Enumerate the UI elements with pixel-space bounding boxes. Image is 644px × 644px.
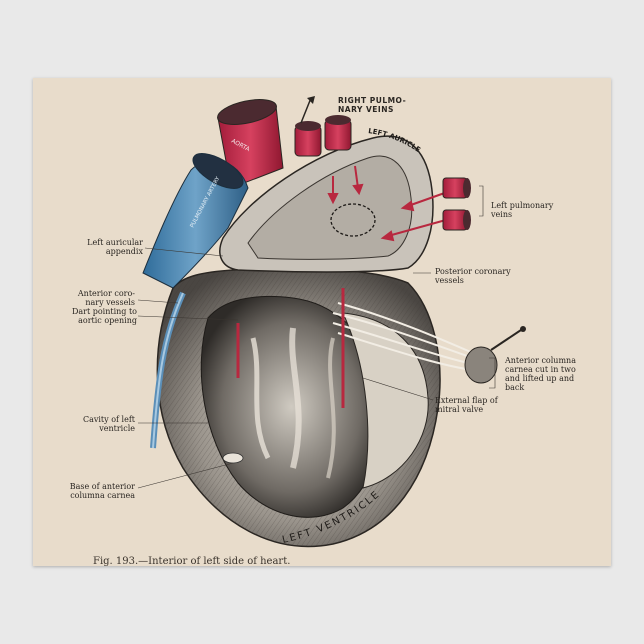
figure-caption: Fig. 193.—Interior of left side of heart…: [93, 556, 291, 566]
right-pulmonary-veins-label: RIGHT PULMO- NARY VEINS: [338, 96, 407, 114]
left-pulmonary-veins: [442, 177, 471, 231]
right-pulmonary-veins: [294, 96, 352, 157]
left-pulmonary-veins-label: Left pulmonary veins: [491, 201, 554, 219]
cavity-left-ventricle-label: Cavity of left ventricle: [82, 415, 135, 433]
left-auricular-appendix-label: Left auricular appendix: [87, 238, 143, 256]
posterior-coronary-vessels-label: Posterior coronary vessels: [435, 267, 511, 285]
heart-illustration: AORTA PULMONARY ARTERY: [137, 96, 526, 548]
mitral-flap: [342, 312, 429, 489]
base-anterior-columna-label: Base of anterior columna carnea: [69, 482, 135, 500]
anterior-coronary-vessels-label: Anterior coro- nary vessels: [77, 289, 135, 307]
anatomical-poster: AORTA PULMONARY ARTERY: [33, 78, 611, 566]
anterior-columna-label: Anterior columna carnea cut in two and l…: [505, 356, 576, 392]
external-flap-label: External flap of mitral valve: [435, 396, 498, 414]
columna-end: [464, 346, 498, 384]
ventricle-cavity: [200, 295, 383, 518]
left-auricle: [219, 135, 454, 273]
dart-pointing-label: Dart pointing to aortic opening: [71, 307, 137, 325]
leader-lines: [137, 185, 496, 489]
columna-carnea: [332, 302, 474, 371]
pin: [490, 329, 522, 351]
pulmonary-artery: PULMONARY ARTERY: [142, 153, 249, 289]
